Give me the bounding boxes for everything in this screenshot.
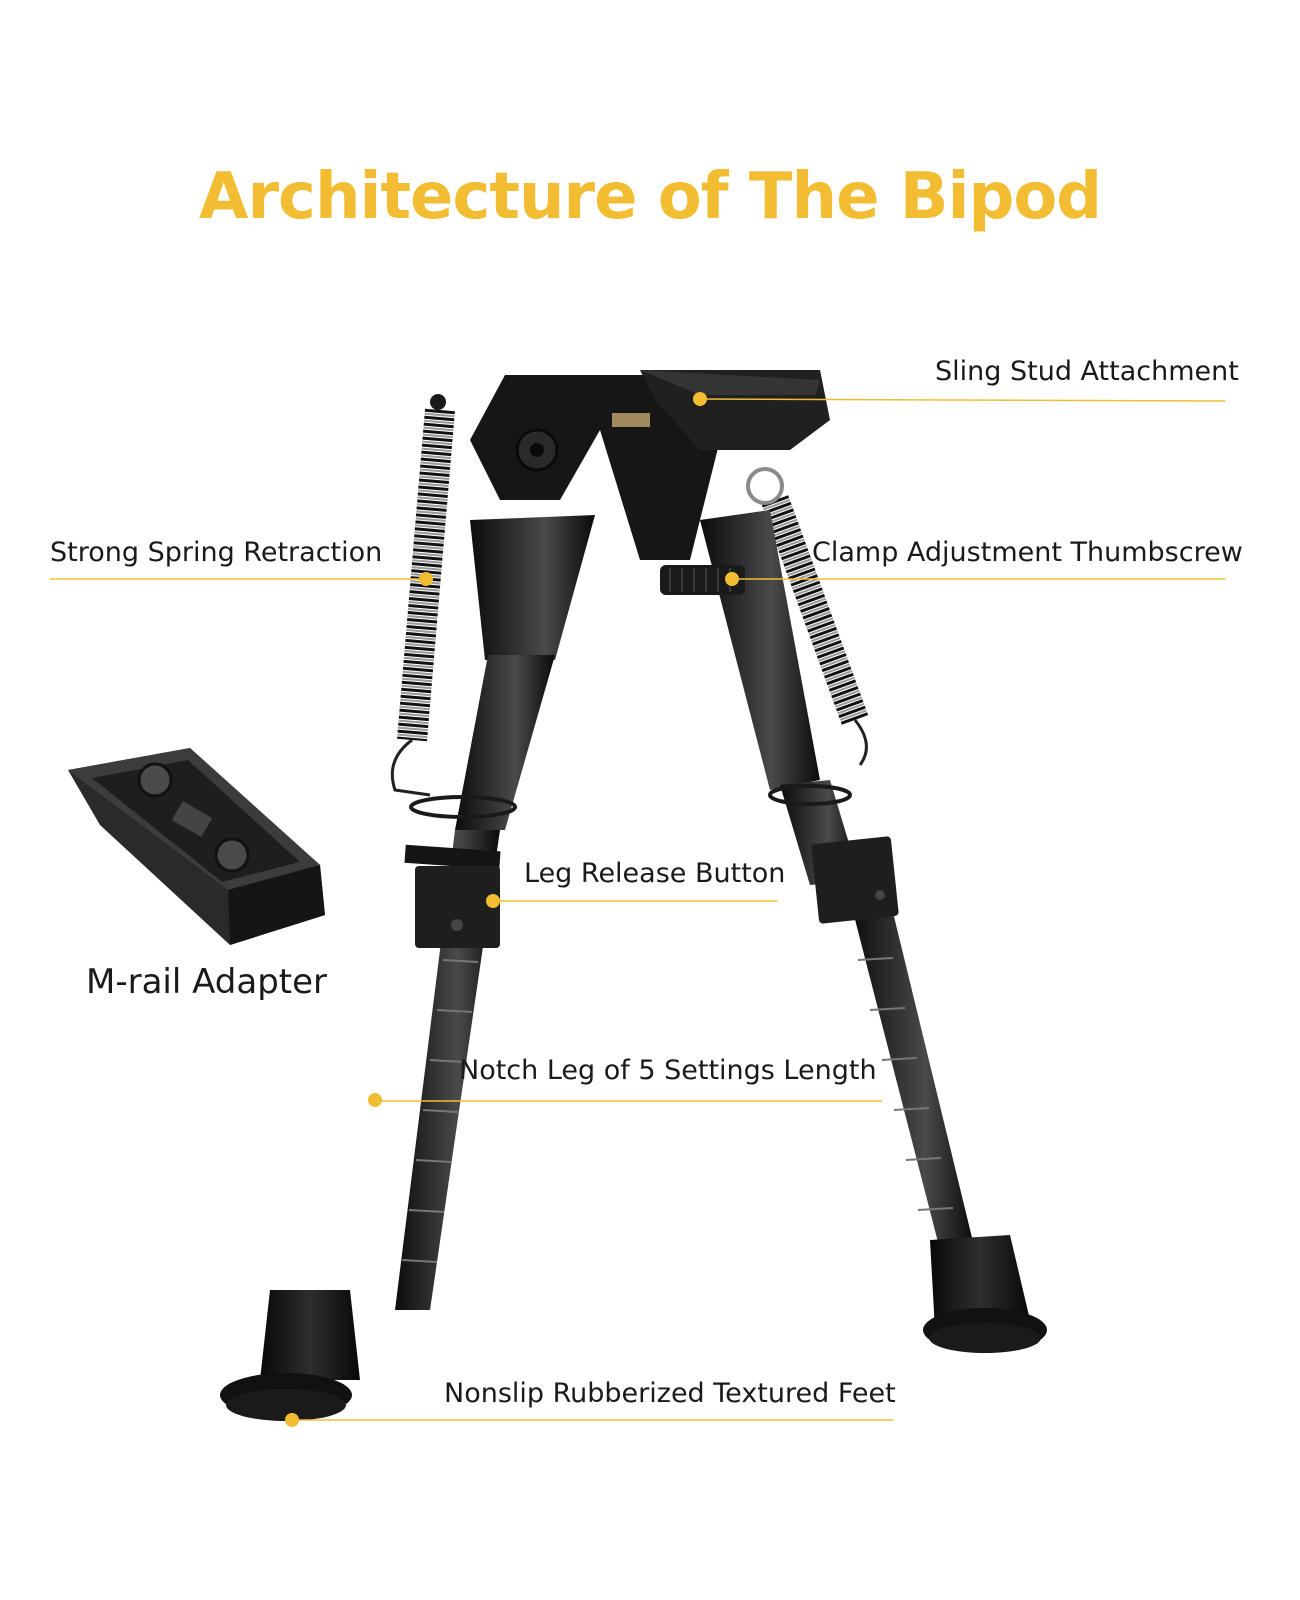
right-leg (700, 510, 1047, 1353)
callout-lines (50, 398, 1226, 1421)
sling-stud-dot (693, 392, 707, 406)
feet-dot (285, 1413, 299, 1427)
callout-sling-stud: Sling Stud Attachment (935, 356, 1239, 387)
release-button-dot (486, 894, 500, 908)
callout-notch-leg: Notch Leg of 5 Settings Length (459, 1055, 877, 1086)
m-rail-adapter-image (68, 748, 325, 945)
left-leg (220, 515, 595, 1421)
m-rail-adapter-label: M-rail Adapter (86, 962, 328, 1002)
notch-leg-dot (368, 1093, 382, 1107)
callout-feet: Nonslip Rubberized Textured Feet (444, 1378, 896, 1409)
callout-clamp-thumbscrew: Clamp Adjustment Thumbscrew (812, 537, 1243, 568)
spring-dot (419, 572, 433, 586)
page-title: Architecture of The Bipod (198, 160, 1102, 234)
right-spring (761, 495, 869, 766)
callout-dots (285, 392, 739, 1427)
thumbscrew-dot (725, 572, 739, 586)
left-spring (390, 394, 455, 797)
clamp-body (470, 370, 830, 595)
callout-leg-release: Leg Release Button (524, 858, 786, 889)
callout-spring-retraction: Strong Spring Retraction (50, 537, 383, 568)
